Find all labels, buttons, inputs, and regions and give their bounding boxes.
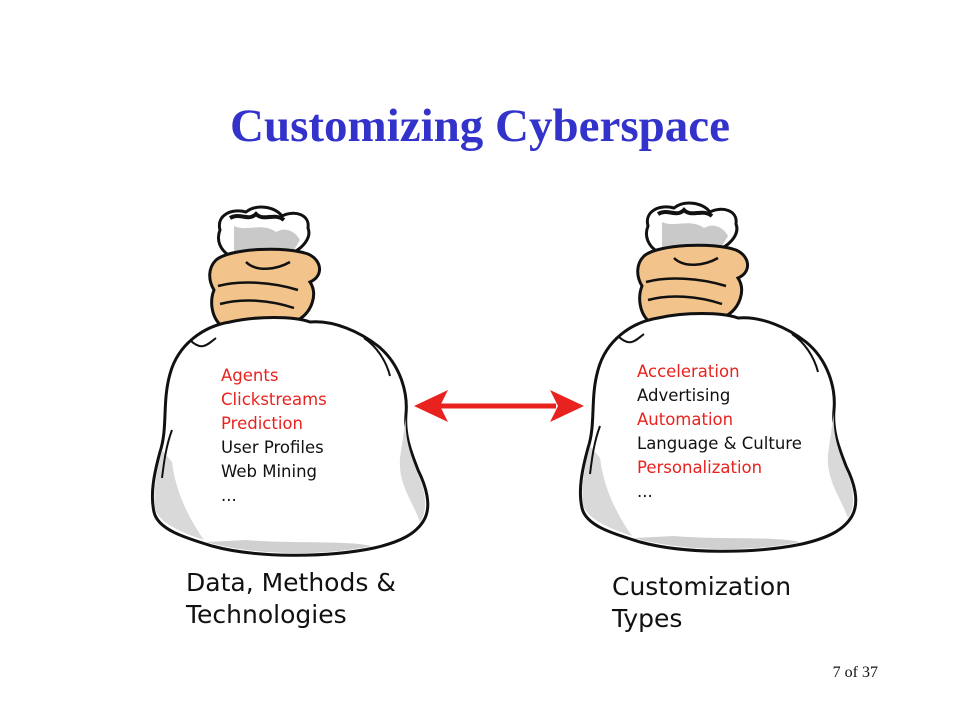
left-caption-line-2: Technologies — [186, 600, 347, 629]
list-item: Automation — [637, 410, 734, 429]
list-item: Prediction — [221, 414, 303, 433]
list-item: Language & Culture — [637, 434, 802, 453]
list-item: User Profiles — [221, 438, 324, 457]
list-item: Acceleration — [637, 362, 740, 381]
right-caption-line-2: Types — [612, 604, 683, 633]
list-item: Advertising — [637, 386, 731, 405]
list-item: ... — [221, 486, 237, 505]
slide-title: Customizing Cyberspace — [230, 100, 730, 152]
page-number: 7 of 37 — [832, 664, 878, 681]
left-bag-caption: Data, Methods & Technologies — [186, 567, 396, 631]
right-bag-item-list: Acceleration Advertising Automation Lang… — [637, 360, 802, 504]
list-item: Web Mining — [221, 462, 318, 481]
list-item: ... — [637, 482, 653, 501]
left-bag-item-list: Agents Clickstreams Prediction User Prof… — [221, 364, 327, 508]
left-caption-line-1: Data, Methods & — [186, 568, 396, 597]
list-item: Clickstreams — [221, 390, 327, 409]
right-bag-caption: Customization Types — [612, 571, 791, 635]
list-item: Agents — [221, 366, 279, 385]
right-caption-line-1: Customization — [612, 572, 792, 601]
list-item: Personalization — [637, 458, 763, 477]
double-headed-arrow-icon — [414, 390, 584, 422]
